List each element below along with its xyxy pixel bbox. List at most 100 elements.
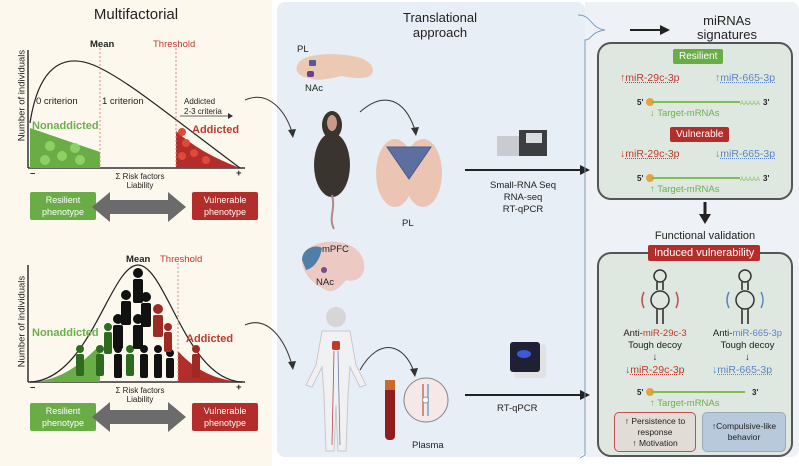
resilient-five-prime: 5' [637, 98, 644, 107]
nonaddicted-people [40, 141, 85, 165]
bottom-spectrum-double-arrow [92, 402, 186, 432]
down-arrow-icon: ↓ [650, 108, 655, 119]
criteria-arrowhead [228, 113, 233, 119]
mouse-icon [314, 111, 350, 230]
signatures-title: miRNAs signatures [672, 14, 782, 42]
vulnerable-five-prime: 5' [637, 174, 644, 183]
validation-mrna-strand [646, 388, 745, 396]
validation-mir29c-label: miR-29c-3p [630, 364, 685, 376]
decoy-29c-hairpin-icon [641, 269, 679, 324]
population-figures [76, 268, 200, 378]
bottom-distribution-chart [27, 263, 245, 383]
bottom-x-minus: – [30, 382, 36, 393]
validation-mir29c: ↓miR-29c-3p [625, 364, 685, 376]
down-arrow-icon: ↓ [715, 148, 721, 160]
induced-vulnerability-badge: Induced vulnerability [648, 245, 761, 261]
decoy-665-type: Tough decoy [720, 340, 775, 351]
coronal-pl-label: PL [402, 218, 414, 229]
translational-title-line2: approach [412, 25, 468, 40]
human-brain-icon [302, 241, 365, 292]
resilient-mir29c: ↑miR-29c-3p [620, 72, 680, 84]
method-rt-qpcr: RT-qPCR [502, 204, 544, 215]
arrow-to-human [244, 322, 293, 366]
multifactorial-title: Multifactorial [93, 6, 179, 23]
vulnerable-target: ↑ Target-mRNAs [650, 184, 720, 195]
vulnerable-three-prime: 3' [763, 174, 770, 183]
validation-mir665: ↓miR-665-3p [712, 364, 772, 376]
human-nac-label: NAc [316, 277, 334, 288]
human-method: RT-qPCR [497, 403, 538, 414]
vulnerable-badge: Vulnerable [670, 127, 730, 142]
plasma-label: Plasma [412, 440, 444, 451]
arrow-to-plasma [359, 347, 415, 373]
bottom-x-label-2: Liability [126, 395, 154, 404]
resilient-mir665-label: miR-665-3p [720, 72, 776, 84]
signatures-box [597, 42, 793, 200]
top-x-minus: – [30, 168, 36, 179]
top-x-label-1: Σ Risk factors [115, 172, 165, 181]
outcome-compulsive-behavior: ↑Compulsive-like behavior [702, 412, 786, 452]
resilient-line1: Resilient [45, 195, 81, 205]
top-threshold-label: Threshold [153, 39, 196, 50]
decoy-29c-type: Tough decoy [628, 340, 682, 351]
bottom-x-label-1: Σ Risk factors [115, 386, 165, 395]
validation-five-prime: 5' [637, 388, 644, 397]
decoy-665-hairpin-icon [726, 269, 764, 324]
sequencer-icon [497, 130, 547, 156]
top-x-plus: + [236, 168, 242, 179]
vulnerable-mrna-strand: AAAAA [646, 174, 760, 183]
decoy-665-prefix: Anti- [712, 328, 733, 339]
method-small-rna-seq: Small-RNA Seq [490, 180, 556, 191]
down-arrow-icon: ↓ [652, 352, 658, 363]
arrow-to-coronal [359, 99, 416, 131]
decoy-665-label: Anti-miR-665-3p Tough decoy ↓ [700, 328, 795, 364]
up-arrow-icon: ↑ [650, 184, 655, 195]
arrow-to-mouse [244, 96, 293, 133]
top-vulnerable-phenotype: Vulnerable phenotype [192, 192, 258, 220]
outcome-red-line2: response [637, 427, 673, 437]
decoy-29c-label: Anti-miR-29c-3 Tough decoy ↓ [610, 328, 700, 364]
vulnerable-mir29c: ↓miR-29c-3p [620, 148, 680, 160]
criterion-1-label: 1 criterion [102, 96, 144, 107]
resilient-mir665: ↑miR-665-3p [715, 72, 775, 84]
decoy-29c-mir: miR-29c-3 [642, 328, 687, 339]
vulnerable-mir29c-label: miR-29c-3p [625, 148, 680, 160]
mouse-nac-label: NAc [305, 83, 323, 94]
bell-curve [29, 264, 243, 383]
top-nonaddicted-label: Nonaddicted [32, 120, 99, 132]
down-arrow-icon: ↓ [745, 352, 750, 363]
vulnerable-target-label: Target-mRNAs [657, 184, 720, 195]
bottom-vulnerable-phenotype: Vulnerable phenotype [192, 403, 258, 431]
addicted-people [178, 128, 210, 164]
vulnerable-polya: AAAAA [740, 177, 760, 183]
decoy-665-mir: miR-665-3p [732, 328, 783, 339]
decoy-29c-prefix: Anti- [623, 328, 643, 339]
resilient-line2: phenotype [41, 418, 85, 428]
signatures-title-line1: miRNAs [703, 13, 751, 28]
top-distribution-chart [27, 48, 245, 169]
vulnerable-line2: phenotype [203, 207, 247, 217]
addicted-criteria-line2: 2-3 criteria [184, 107, 222, 116]
validation-target: ↑ Target-mRNAs [650, 398, 720, 409]
validation-title: Functional validation [654, 230, 756, 242]
outcome-blue-line1: Compulsive-like [716, 421, 777, 431]
resilient-target-label: Target-mRNAs [657, 108, 720, 119]
down-arrow-icon: ↓ [620, 148, 626, 160]
vulnerable-line1: Vulnerable [203, 195, 247, 205]
human-body-icon [305, 307, 367, 452]
vulnerable-line1: Vulnerable [203, 406, 247, 416]
bottom-addicted-label: Addicted [186, 333, 234, 345]
mouse-pl-label: PL [297, 44, 309, 55]
up-arrow-icon: ↑ [715, 72, 721, 84]
resilient-badge: Resilient [673, 49, 724, 64]
outcome-red-line3: Motivation [638, 438, 678, 448]
up-arrow-icon: ↑ [711, 421, 717, 431]
top-resilient-phenotype: Resilient phenotype [30, 192, 96, 220]
top-addicted-label: Addicted [192, 124, 240, 136]
vulnerable-line2: phenotype [203, 418, 247, 428]
validation-mir665-label: miR-665-3p [717, 364, 773, 376]
bottom-resilient-phenotype: Resilient phenotype [30, 403, 96, 431]
resilient-line1: Resilient [45, 406, 81, 416]
mouse-methods: Small-RNA Seq RNA-seq RT-qPCR [478, 180, 568, 216]
